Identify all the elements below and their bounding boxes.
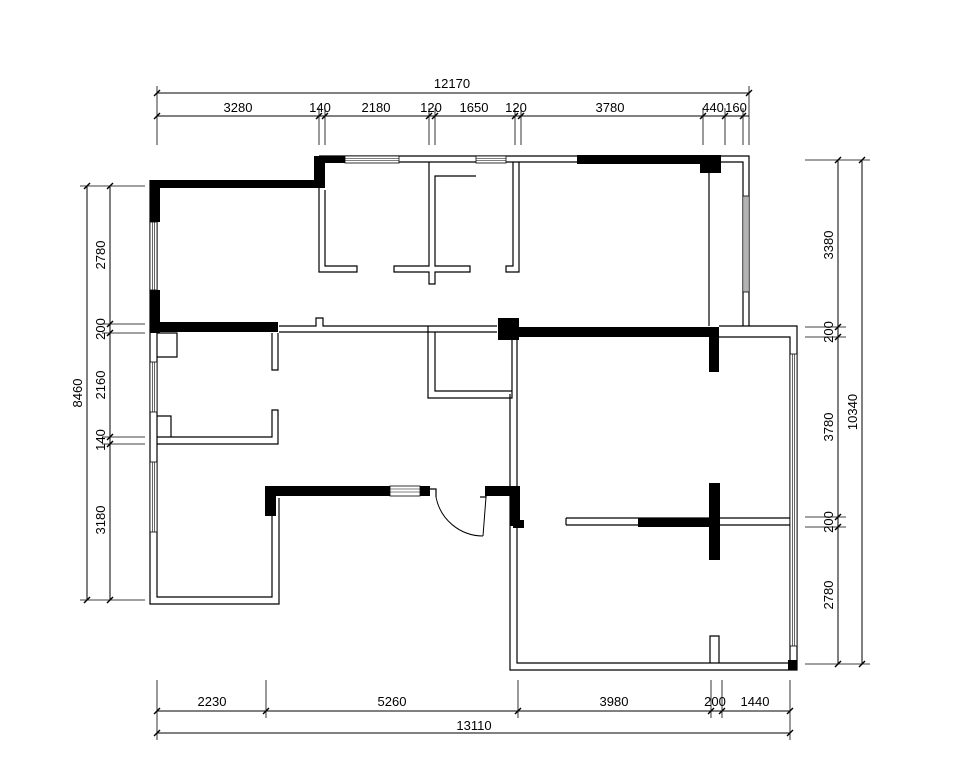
right-dim-1: 3380 bbox=[821, 231, 836, 260]
bottom-dim-4: 200 bbox=[704, 694, 726, 709]
walls bbox=[149, 155, 798, 671]
left-dim-3: 2160 bbox=[93, 371, 108, 400]
bottom-overall-dim: 13110 bbox=[456, 718, 491, 733]
right-dim-5: 2780 bbox=[821, 581, 836, 610]
top-dim-2: 140 bbox=[309, 100, 331, 115]
dimension-lines bbox=[80, 86, 870, 740]
door bbox=[435, 496, 487, 537]
right-dim-2: 200 bbox=[821, 321, 836, 343]
bottom-dim-2: 5260 bbox=[378, 694, 407, 709]
top-dim-9: 160 bbox=[725, 100, 747, 115]
bottom-dim-3: 3980 bbox=[600, 694, 629, 709]
top-dim-5: 1650 bbox=[460, 100, 489, 115]
top-dim-1: 3280 bbox=[224, 100, 253, 115]
dimension-labels: 12170 3280 140 2180 120 1650 120 3780 44… bbox=[70, 76, 860, 733]
top-dim-4: 120 bbox=[420, 100, 442, 115]
left-dim-5: 3180 bbox=[93, 506, 108, 535]
top-dim-6: 120 bbox=[505, 100, 527, 115]
left-dim-2: 200 bbox=[93, 318, 108, 340]
right-dim-4: 200 bbox=[821, 511, 836, 533]
top-overall-dim: 12170 bbox=[434, 76, 470, 91]
bottom-dim-1: 2230 bbox=[198, 694, 227, 709]
right-dim-3: 3780 bbox=[821, 413, 836, 442]
left-overall-dim: 8460 bbox=[70, 379, 85, 408]
windows bbox=[149, 155, 798, 647]
bottom-dim-5: 1440 bbox=[741, 694, 770, 709]
left-dim-4: 140 bbox=[93, 429, 108, 451]
top-dim-8: 440 bbox=[702, 100, 724, 115]
right-overall-dim: 10340 bbox=[845, 394, 860, 430]
top-dim-7: 3780 bbox=[596, 100, 625, 115]
top-dim-3: 2180 bbox=[362, 100, 391, 115]
left-dim-1: 2780 bbox=[93, 241, 108, 270]
